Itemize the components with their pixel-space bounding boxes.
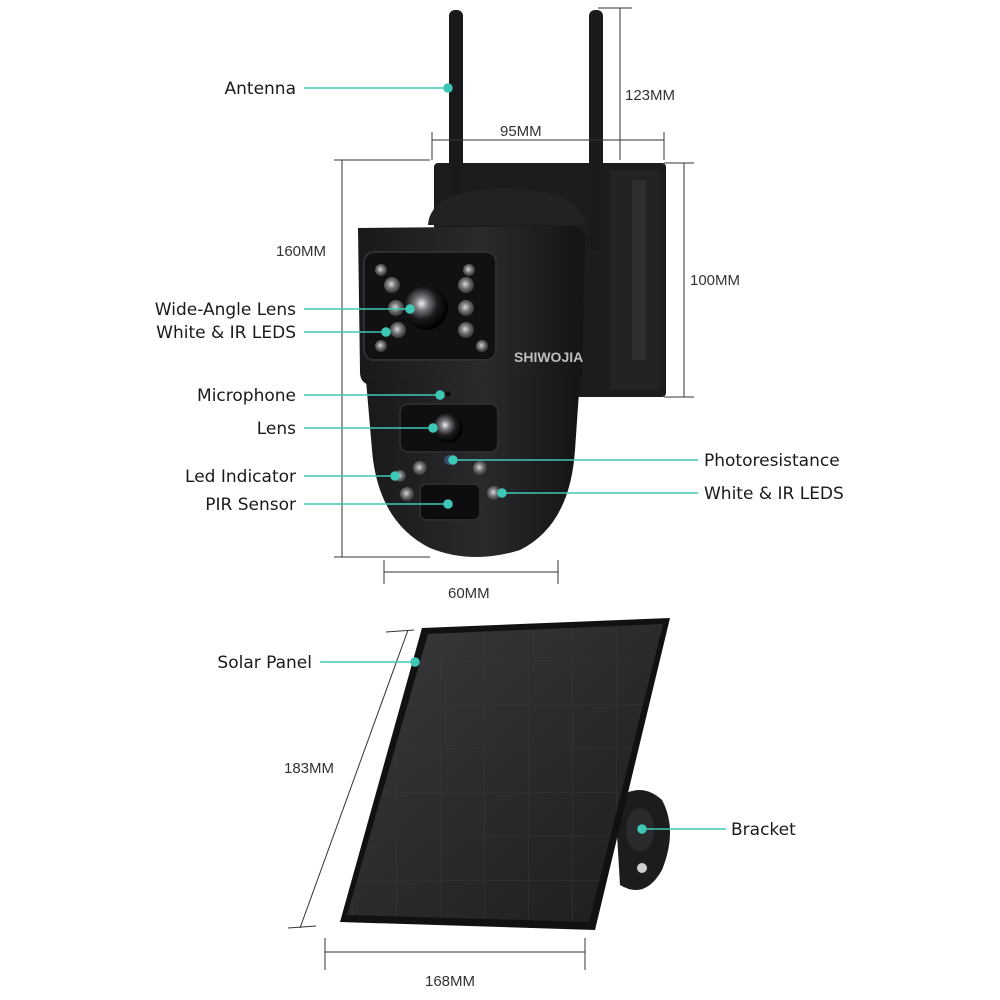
wide-angle-lens (404, 286, 448, 330)
led-ll-4 (487, 486, 501, 500)
camera-callouts (304, 83, 698, 509)
led-ul-6 (458, 300, 474, 316)
led-ul-7 (390, 322, 406, 338)
dim-antenna-height: 123MM (625, 87, 675, 104)
label-antenna: Antenna (225, 79, 297, 99)
dim-width-top: 95MM (500, 123, 542, 140)
dim-height-mount: 100MM (690, 272, 740, 289)
led-ll-1 (413, 461, 427, 475)
lens (433, 413, 463, 443)
label-microphone: Microphone (197, 386, 296, 406)
label-white-ir-leds-left: White & IR LEDS (156, 323, 296, 343)
label-lens: Lens (257, 419, 296, 439)
dim-solar-height: 183MM (284, 760, 334, 777)
microphone-hole (445, 391, 451, 397)
brand-logo: SHIWOJIA (514, 349, 583, 365)
solar-callouts (320, 657, 726, 834)
label-led-indicator: Led Indicator (185, 467, 296, 487)
solar-dimensions (287, 629, 586, 970)
led-ul-2 (463, 264, 475, 276)
led-ll-3 (400, 487, 414, 501)
solar-device (340, 618, 670, 930)
label-solar-panel: Solar Panel (217, 653, 312, 673)
led-ul-8 (458, 322, 474, 338)
label-pir-sensor: PIR Sensor (205, 495, 296, 515)
led-ul-1 (375, 264, 387, 276)
led-ll-2 (473, 461, 487, 475)
dim-height-total: 160MM (276, 243, 326, 260)
led-ul-4 (458, 277, 474, 293)
led-ul-5 (388, 300, 404, 316)
dim-width-bottom: 60MM (448, 585, 490, 602)
led-ul-9 (375, 340, 387, 352)
antenna-left (449, 10, 463, 210)
led-ul-3 (384, 277, 400, 293)
led-ul-10 (476, 340, 488, 352)
label-white-ir-leds-right: White & IR LEDS (704, 484, 844, 504)
camera-dimensions (334, 7, 694, 584)
dim-solar-width: 168MM (425, 973, 475, 990)
dome-top (428, 188, 585, 225)
label-wide-angle-lens: Wide-Angle Lens (155, 300, 296, 320)
label-bracket: Bracket (731, 820, 796, 840)
camera-device: SHIWOJIA (358, 10, 666, 558)
label-photoresistance: Photoresistance (704, 451, 840, 471)
antenna-right (589, 10, 603, 250)
